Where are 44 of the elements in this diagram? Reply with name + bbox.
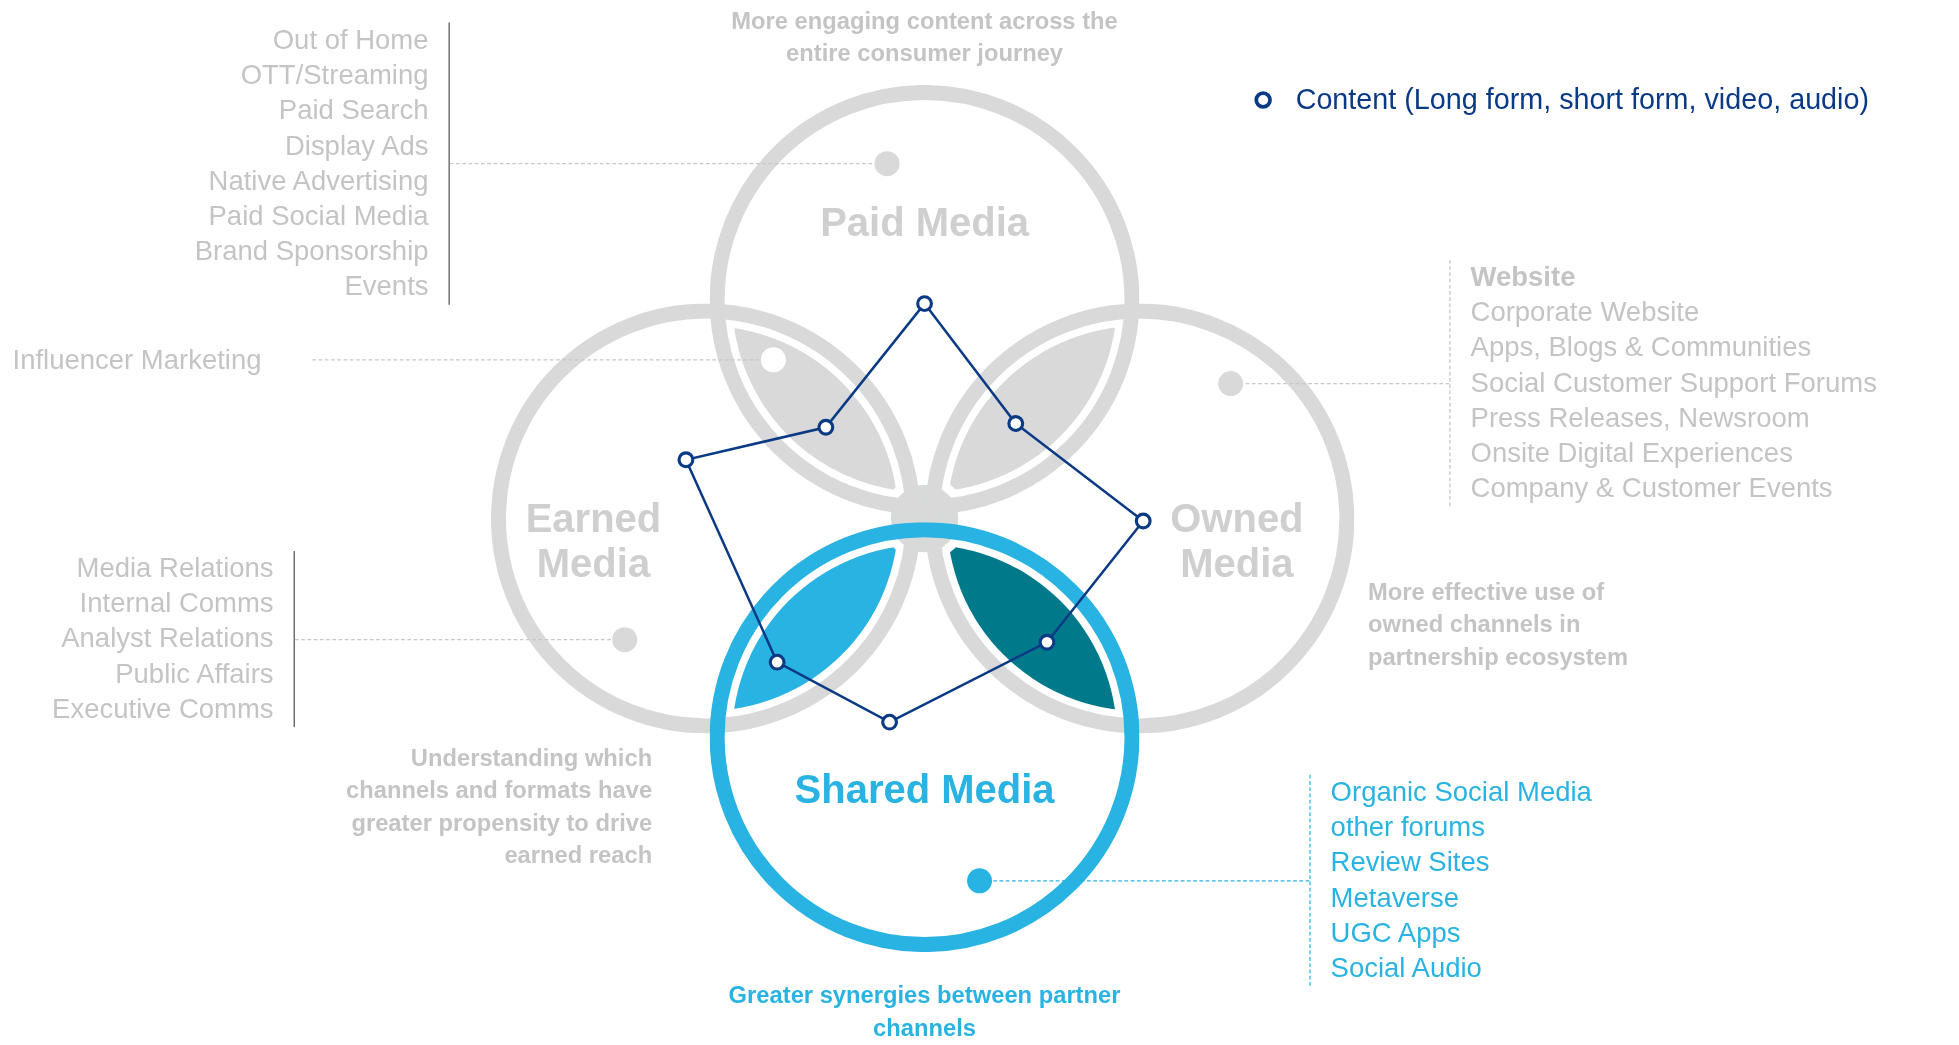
channel-item: Analyst Relations xyxy=(60,621,274,656)
leader-line xyxy=(311,359,762,361)
channel-item: Paid Search xyxy=(277,93,429,128)
channel-item: Out of Home xyxy=(271,22,429,57)
channel-item: Public Affairs xyxy=(114,656,274,692)
channel-item: Organic Social Media xyxy=(1330,774,1593,810)
caption-text: Understanding which channels and formats have greater propensity to drive earned reach xyxy=(345,743,653,871)
venn-circle xyxy=(924,303,1355,734)
leader-line xyxy=(294,639,613,641)
channel-item: Native Advertising xyxy=(207,163,429,198)
channel-item: Onsite Digital Experiences xyxy=(1470,436,1794,471)
channel-item: Metaverse xyxy=(1330,880,1460,915)
caption-text: More engaging content across the entire consumer journey xyxy=(730,6,1119,69)
channel-item: Company & Customer Events xyxy=(1470,471,1834,506)
channel-item: Executive Comms xyxy=(51,692,274,727)
channel-item: Website xyxy=(1470,260,1577,295)
channel-item: Press Releases, Newsroom xyxy=(1470,401,1811,436)
channel-item: Events xyxy=(343,269,429,304)
legend-text: Content (Long form, short form, video, audio) xyxy=(1295,82,1870,117)
channel-item: Social Customer Support Forums xyxy=(1470,365,1878,401)
channel-item: Social Audio xyxy=(1330,951,1483,986)
channel-item: Media Relations xyxy=(75,551,274,586)
venn-circle xyxy=(709,84,1140,515)
marker-dot xyxy=(874,151,900,177)
venn-circle xyxy=(709,522,1140,953)
channel-item: Influencer Marketing xyxy=(12,342,263,377)
venn-circle xyxy=(491,303,921,734)
marker-dot xyxy=(967,868,992,894)
circle-title: Shared Media xyxy=(793,767,1056,813)
caption-text: More effective use of owned channels in partnership ecosystem xyxy=(1368,577,1629,672)
channel-item: Review Sites xyxy=(1330,845,1491,880)
channel-item: Internal Comms xyxy=(78,586,274,621)
channel-item: other forums xyxy=(1330,810,1486,845)
marker-dot xyxy=(1218,371,1244,397)
leader-line xyxy=(991,880,1310,882)
channel-item: Corporate Website xyxy=(1470,295,1701,330)
channel-item: UGC Apps xyxy=(1330,915,1462,951)
channel-item: Paid Social Media xyxy=(207,198,429,234)
channel-item: Display Ads xyxy=(283,128,429,163)
channel-item: Apps, Blogs & Communities xyxy=(1470,330,1813,365)
channel-item: OTT/Streaming xyxy=(239,58,429,93)
channel-item: Brand Sponsorship xyxy=(193,234,429,269)
caption-text: Greater synergies between partner channels xyxy=(727,981,1122,1043)
marker-dot xyxy=(612,627,638,653)
